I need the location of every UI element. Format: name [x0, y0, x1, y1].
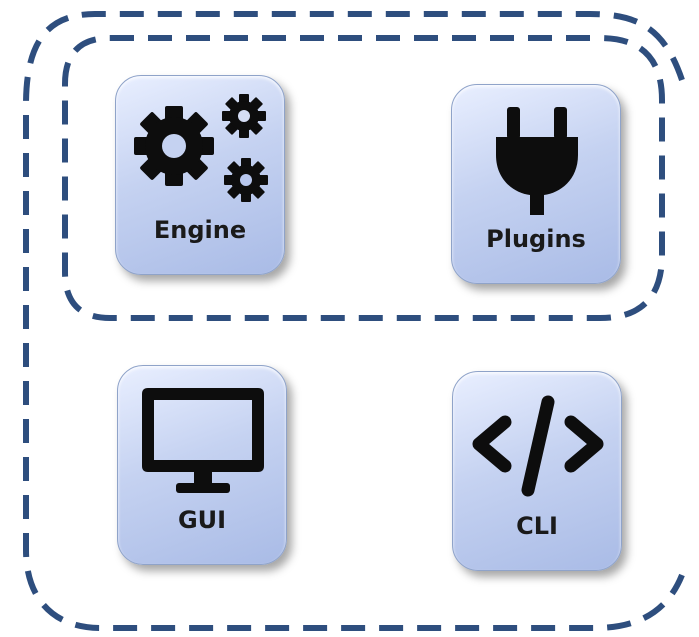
gui-label: GUI — [177, 506, 227, 534]
gui-tile[interactable]: GUI — [117, 365, 287, 565]
cli-tile[interactable]: CLI — [452, 371, 622, 571]
engine-tile[interactable]: Engine — [115, 75, 285, 275]
inner-dashed-boundary — [62, 35, 665, 321]
monitor-icon — [142, 388, 264, 493]
plugins-label: Plugins — [486, 225, 586, 253]
cli-label: CLI — [516, 512, 558, 540]
code-icon — [472, 395, 604, 497]
outer-dashed-boundary — [23, 11, 685, 631]
gears-icon — [134, 94, 268, 202]
plug-icon — [496, 107, 578, 215]
plugins-tile[interactable]: Plugins — [451, 84, 621, 284]
engine-label: Engine — [153, 216, 247, 244]
